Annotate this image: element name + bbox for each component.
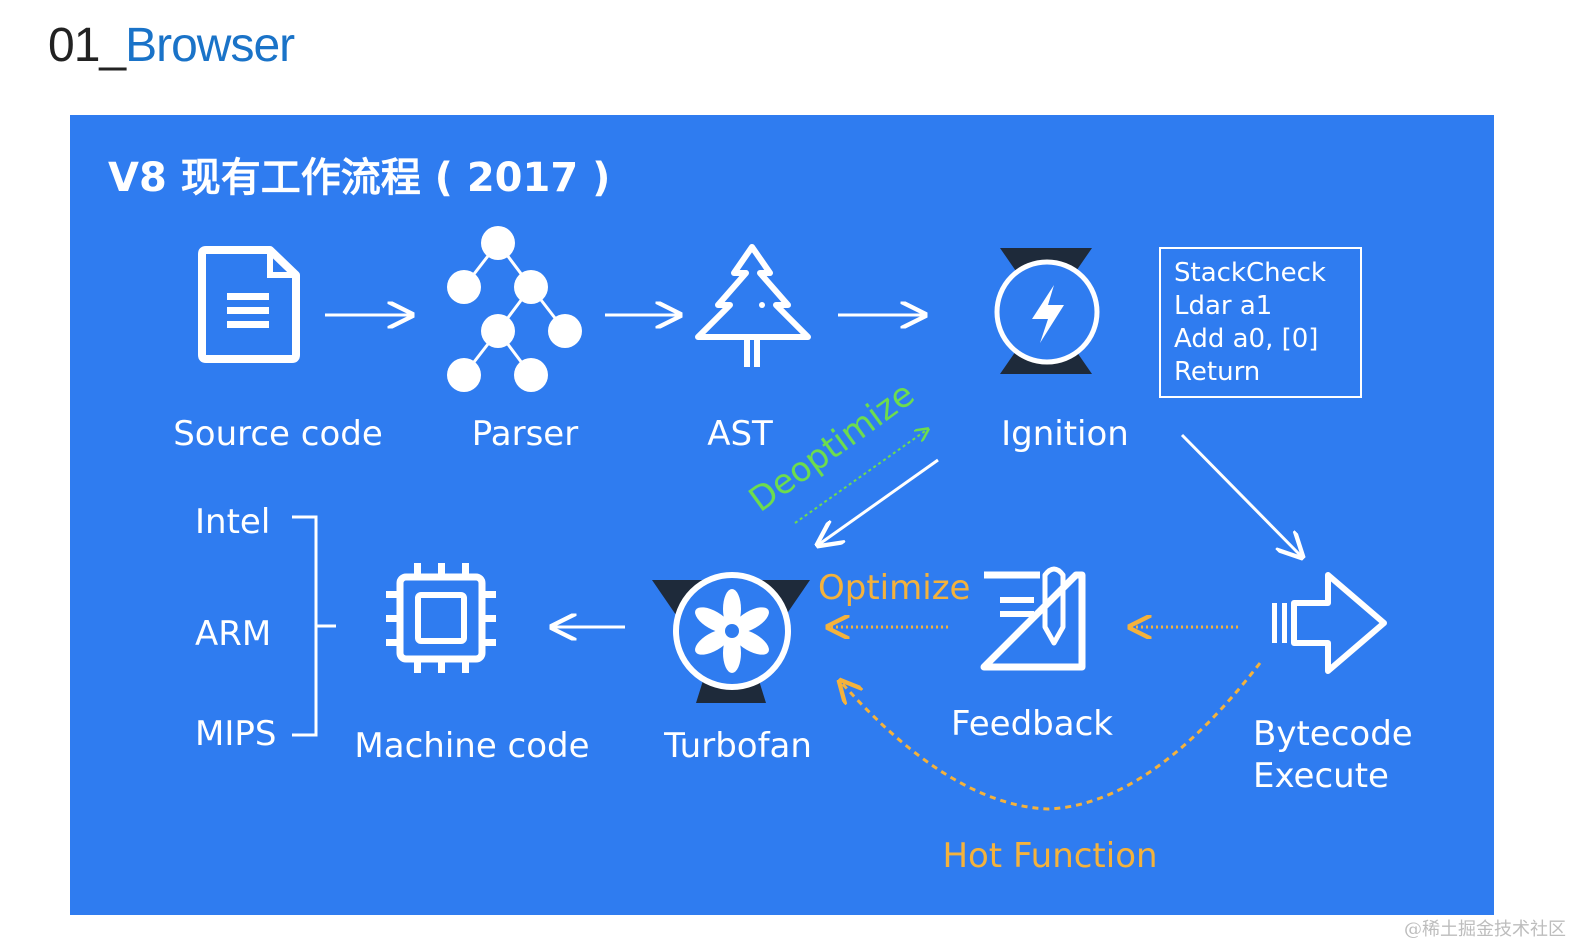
bytecode-line: StackCheck (1174, 258, 1326, 288)
slide-title: 01_Browser (48, 18, 295, 74)
node-label-execute: Execute (1253, 756, 1389, 796)
bytecode-listing: StackCheck Ldar a1 Add a0, [0] Return (1159, 247, 1362, 398)
document-icon (198, 246, 300, 363)
optimize-label: Optimize (818, 568, 970, 608)
panel-title: V8 现有工作流程 ( 2017 ) (108, 155, 611, 201)
node-label-bytecode: Bytecode (1253, 714, 1413, 754)
turbofan-icon (652, 572, 810, 703)
node-label-turbofan: Turbofan (663, 726, 812, 766)
node-label-parser: Parser (472, 414, 578, 454)
arch-label-arm: ARM (195, 614, 271, 654)
bytecode-line: Add a0, [0] (1174, 324, 1318, 354)
parser-tree-icon (447, 226, 582, 392)
arrow-ignition-to-turbofan (818, 458, 939, 545)
slide-number: 01_ (48, 19, 126, 72)
arrow-ignition-to-bytecode (1180, 433, 1302, 557)
arch-bracket (292, 515, 336, 737)
arch-label-mips: MIPS (195, 714, 276, 754)
feedback-notepad-icon (980, 566, 1086, 671)
node-label-source-code: Source code (173, 414, 383, 454)
execute-arrow-icon (1272, 572, 1387, 674)
bytecode-line: Return (1174, 357, 1260, 387)
cpu-chip-icon (386, 563, 496, 673)
bytecode-line: Ldar a1 (1174, 291, 1272, 321)
watermark: @稀土掘金技术社区 (1404, 919, 1566, 940)
diagram-panel: V8 现有工作流程 ( 2017 ) (70, 115, 1494, 915)
hot-function-arrow (840, 662, 1262, 811)
hot-function-label: Hot Function (942, 836, 1157, 876)
node-label-ast: AST (707, 414, 773, 454)
node-label-ignition: Ignition (1001, 414, 1129, 454)
node-label-machine-code: Machine code (354, 726, 589, 766)
v8-pipeline-diagram: StackCheck Ldar a1 Add a0, [0] Return So… (173, 226, 1413, 876)
ignition-icon (994, 248, 1100, 374)
node-label-feedback: Feedback (951, 704, 1113, 744)
slide-title-text: Browser (125, 19, 295, 72)
arch-label-intel: Intel (195, 502, 270, 542)
ast-tree-icon (695, 244, 811, 367)
